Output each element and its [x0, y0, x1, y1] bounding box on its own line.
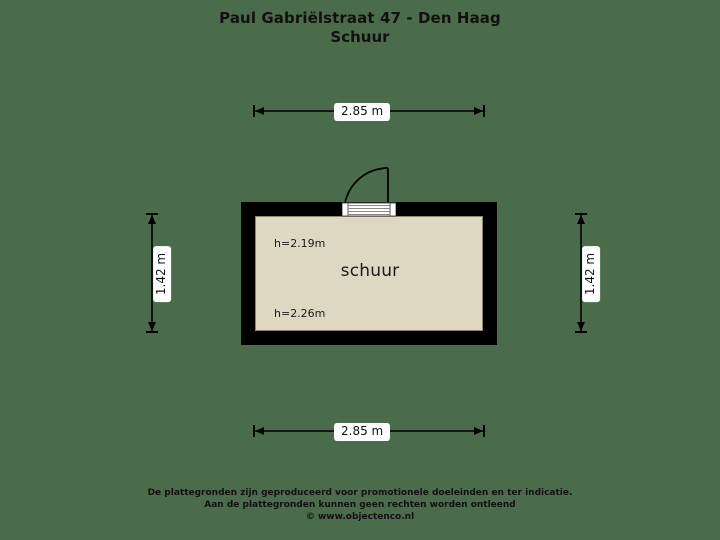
dimension-label-top: 2.85 m	[334, 103, 391, 121]
floorplan-walls: h=2.19m schuur h=2.26m	[241, 202, 497, 345]
title-subtitle: Schuur	[330, 28, 390, 46]
title-address: Paul Gabriëlstraat 47 - Den Haag	[219, 9, 501, 27]
footer-line-2: Aan de plattegronden kunnen geen rechten…	[204, 500, 516, 510]
dimension-label-bottom: 2.85 m	[334, 423, 391, 441]
room-schuur: h=2.19m schuur h=2.26m	[255, 216, 483, 331]
footer-disclaimer: De plattegronden zijn geproduceerd voor …	[0, 487, 720, 523]
room-label: schuur	[340, 261, 400, 281]
dimension-line-right	[575, 213, 587, 333]
dimension-line-left	[146, 213, 158, 333]
page-title: Paul Gabriëlstraat 47 - Den Haag Schuur	[0, 9, 720, 47]
dimension-label-right: 1.42 m	[582, 245, 601, 303]
room-height-top: h=2.19m	[274, 237, 326, 250]
footer-line-1: De plattegronden zijn geproduceerd voor …	[147, 488, 573, 498]
dimension-label-left: 1.42 m	[153, 245, 172, 303]
room-height-bottom: h=2.26m	[274, 307, 326, 320]
door-opening-threshold	[342, 202, 396, 217]
footer-line-3: © www.objectenco.nl	[305, 512, 415, 522]
